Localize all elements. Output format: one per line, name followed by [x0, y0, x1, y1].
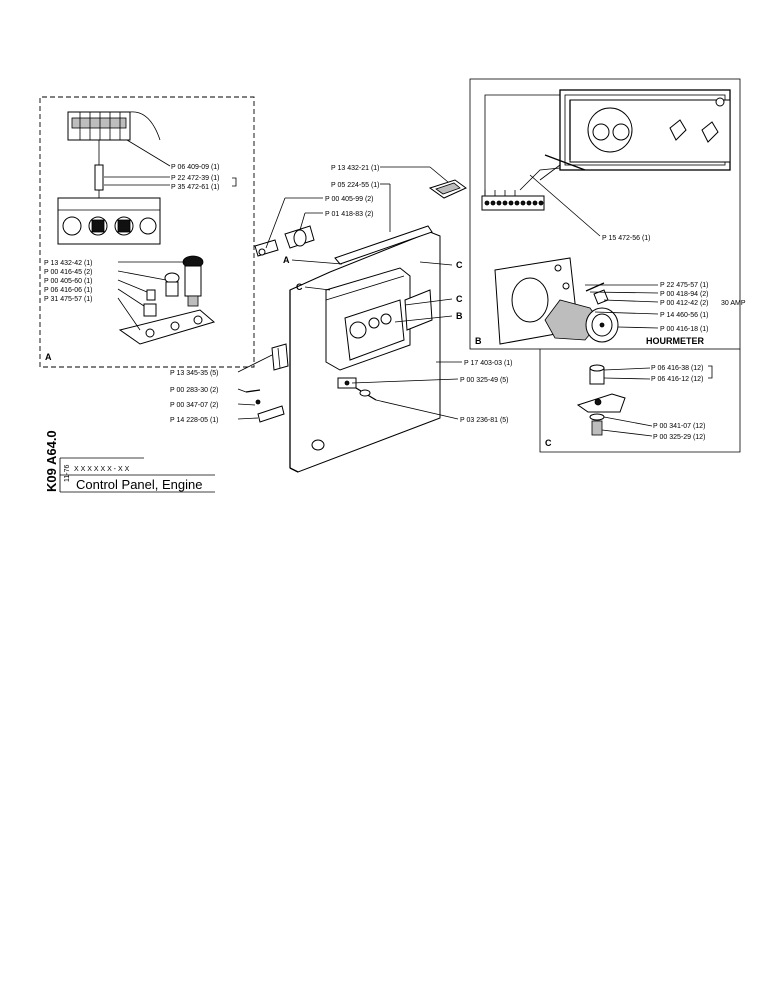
fuse-holder-drawing — [118, 255, 216, 345]
callout-c-2-line — [419, 261, 453, 266]
wiring-harness-drawing — [484, 89, 731, 195]
section-c-label: C — [545, 438, 552, 448]
part-a-3: P 35 472-61 (1) — [171, 184, 220, 191]
hourmeter-drawing — [494, 257, 619, 345]
callout-a: A — [283, 255, 290, 265]
part-main-9: P 00 283-30 (2) — [170, 387, 219, 394]
section-c-frame — [539, 349, 741, 453]
part-a-5: P 00 416-45 (2) — [44, 269, 93, 276]
clip-and-strip-drawing — [245, 343, 289, 423]
part-main-3: P 00 405-99 (2) — [325, 196, 374, 203]
title-block — [59, 457, 215, 493]
part-main-8: P 13 345-35 (5) — [170, 370, 219, 377]
part-b-6: P 00 416-18 (1) — [660, 326, 709, 333]
section-a-frame — [39, 96, 255, 368]
part-b-1: P 15 472-56 (1) — [602, 235, 651, 242]
callout-b-line — [394, 315, 453, 323]
hourmeter-label: HOURMETER — [646, 336, 704, 346]
part-main-5: P 17 403-03 (1) — [464, 360, 513, 367]
part-a-4: P 13 432-42 (1) — [44, 260, 93, 267]
part-a-1: P 06 409-09 (1) — [171, 164, 220, 171]
part-a-2: P 22 472-39 (1) — [171, 175, 220, 182]
section-b-frame — [469, 78, 741, 350]
callout-a-line — [291, 259, 343, 265]
callout-c-2: C — [456, 260, 463, 270]
callout-c-1-line — [304, 286, 331, 291]
document-code: K09 A64.0 — [44, 430, 59, 492]
callout-c-1: C — [296, 282, 303, 292]
section-a-leaders — [104, 139, 237, 331]
callout-b: B — [456, 311, 463, 321]
part-a-6: P 00 405-60 (1) — [44, 278, 93, 285]
part-c-2: P 06 416-12 (12) — [651, 376, 703, 383]
section-b-label: B — [475, 336, 482, 346]
bracket-drawing — [576, 364, 626, 436]
connector-block-drawing — [67, 111, 161, 200]
part-c-1: P 06 416-38 (12) — [651, 365, 703, 372]
section-a-label: A — [45, 352, 52, 362]
part-main-11: P 14 228-05 (1) — [170, 417, 219, 424]
section-c-leaders — [601, 365, 713, 437]
main-leaders — [237, 166, 462, 420]
document-marks: X X X X X X - X X — [74, 466, 130, 473]
fuse-box-drawing — [57, 197, 161, 245]
part-a-8: P 31 475-57 (1) — [44, 296, 93, 303]
part-main-1: P 13 432-21 (1) — [331, 165, 380, 172]
document-date: 11-76 — [64, 465, 71, 482]
part-main-7: P 03 236-81 (5) — [460, 417, 509, 424]
callout-c-3-line — [404, 298, 453, 306]
terminal-strip-drawing — [481, 190, 545, 211]
part-c-3: P 00 341-07 (12) — [653, 423, 705, 430]
section-b-leaders — [585, 284, 659, 329]
part-main-6: P 00 325-49 (5) — [460, 377, 509, 384]
part-main-4: P 01 418-83 (2) — [325, 211, 374, 218]
part-a-7: P 06 416-06 (1) — [44, 287, 93, 294]
document-title: Control Panel, Engine — [76, 477, 202, 492]
part-b-2: P 22 475-57 (1) — [660, 282, 709, 289]
leader-b-1 — [529, 174, 601, 237]
part-b-3: P 00 418-94 (2) — [660, 291, 709, 298]
callout-c-3: C — [456, 294, 463, 304]
control-panel-drawing — [254, 179, 467, 473]
part-main-10: P 00 347-07 (2) — [170, 402, 219, 409]
part-b-4: P 00 412-42 (2) — [660, 300, 709, 307]
part-b-4-rating: 30 AMP — [721, 300, 746, 307]
part-c-4: P 00 325-29 (12) — [653, 434, 705, 441]
part-main-2: P 05 224-55 (1) — [331, 182, 380, 189]
part-b-5: P 14 460-56 (1) — [660, 312, 709, 319]
